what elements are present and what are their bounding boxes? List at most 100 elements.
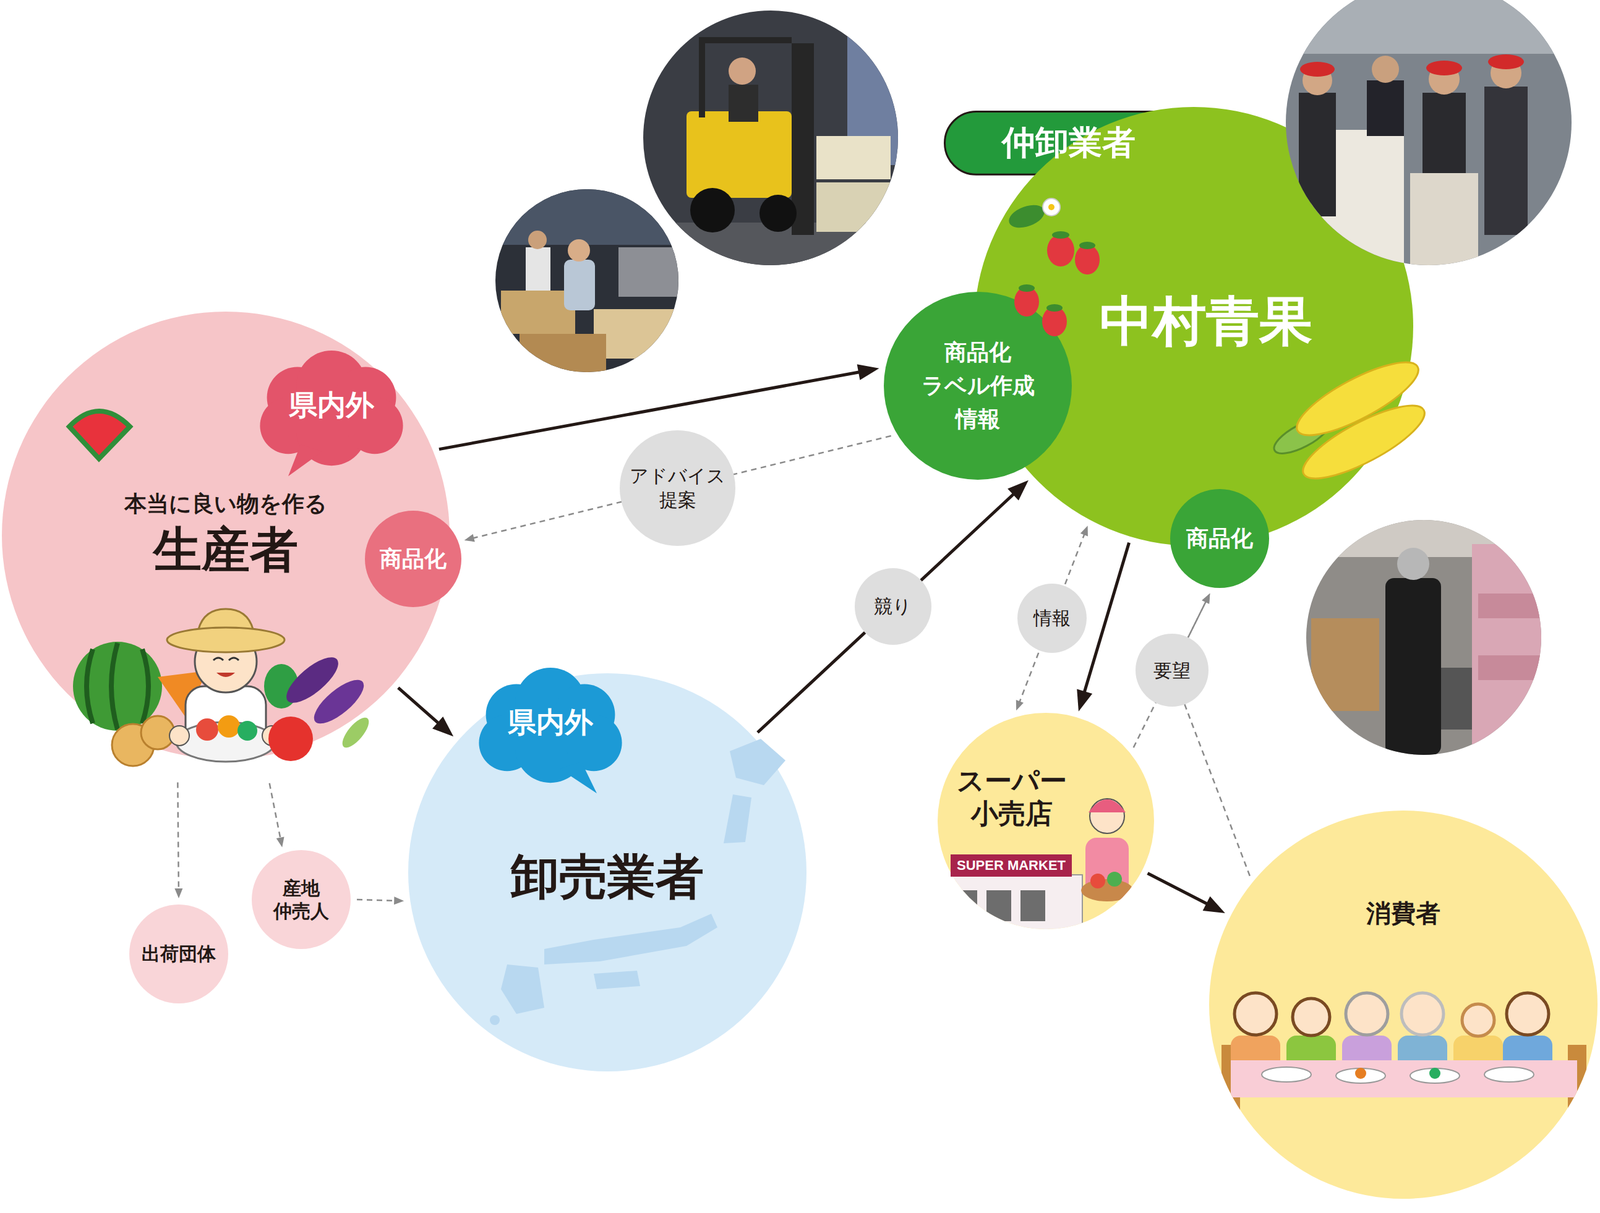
flow-arrow [398, 687, 454, 737]
text-group: 出荷団体 [135, 943, 223, 966]
connector-line [177, 782, 179, 892]
arrowhead [1016, 700, 1024, 711]
circle-outline [251, 850, 351, 950]
node-text: 中村青果 [1099, 289, 1313, 354]
family-head [1345, 993, 1388, 1036]
edge-label-badge: アドバイス 提案 [619, 430, 736, 547]
warehouse-photo [495, 189, 679, 373]
strawberry-cap [1079, 241, 1096, 250]
text-group: 商品化 [1176, 525, 1263, 552]
photo-shelf [1471, 544, 1542, 756]
photo-box [1478, 655, 1542, 681]
connector-line [269, 783, 281, 842]
strawberry-flower-center [1048, 204, 1055, 211]
photo-box [816, 182, 891, 232]
map-island [489, 1015, 500, 1026]
photo-ceiling [1285, 0, 1572, 54]
arrowhead [1080, 525, 1088, 537]
circle-outline [883, 291, 1072, 480]
node-text: 県内外 [288, 388, 375, 423]
productize-circle: 商品化 [1170, 489, 1270, 589]
dashed-arrow [269, 783, 285, 848]
cloud-tail [288, 444, 323, 477]
store-window [986, 890, 1012, 922]
text-group: 商品化 ラベル作成 情報 [915, 335, 1040, 437]
forklift-photo [643, 10, 899, 266]
strawberry-flower [1042, 198, 1061, 216]
watermelon-slice-shape [69, 411, 130, 459]
node-text: 消費者 [1366, 898, 1441, 929]
sign-label: SUPER MARKET [950, 854, 1072, 878]
strawberry [1047, 234, 1075, 267]
region-cloud: 県内外 [254, 350, 409, 469]
edge-label: 要望 [1153, 658, 1191, 683]
circle-outline [129, 904, 229, 1004]
watermelon [72, 641, 163, 732]
arrowhead [1202, 896, 1226, 914]
farmer-eyes [213, 658, 239, 661]
arrowhead [1007, 480, 1029, 501]
family-illustration [1221, 993, 1587, 1132]
dashed-arrow [356, 896, 404, 905]
red-cap [1300, 61, 1335, 77]
food [1429, 1068, 1441, 1080]
family-head [1292, 998, 1330, 1036]
node-text: 県内外 [507, 705, 594, 740]
driver-body [728, 84, 759, 122]
photo-ceiling [1306, 520, 1542, 558]
plate [1410, 1068, 1460, 1084]
cloud-outline [478, 667, 622, 794]
local-broker-circle: 産地 仲売人 [251, 850, 351, 950]
strawberry-leaf [1005, 201, 1048, 233]
node-text: 商品化 [1186, 525, 1254, 552]
photo-ground [495, 189, 679, 373]
plate [1335, 1068, 1386, 1084]
map-island [729, 739, 786, 786]
plate [1261, 1067, 1312, 1083]
driver-head [728, 57, 756, 85]
family-head [1234, 993, 1277, 1036]
shipping-group-circle: 出荷団体 [129, 904, 229, 1004]
photo-cart [1441, 667, 1472, 730]
basket-vegetable [1107, 872, 1122, 887]
bowl-vegetable [217, 715, 240, 738]
edge-label: 情報 [1033, 606, 1071, 631]
photo-box [816, 136, 891, 180]
arrowhead [857, 364, 880, 381]
strawberries [1005, 198, 1100, 337]
red-cap [1488, 54, 1524, 70]
family-head [1462, 1004, 1495, 1037]
photo-person-head [1371, 55, 1399, 83]
arrowhead [1201, 593, 1210, 605]
text-group: 卸売業者 [434, 848, 781, 907]
farmer-hand [169, 726, 190, 746]
photo-ground [1285, 0, 1572, 266]
connector-line [1082, 543, 1130, 698]
edge-label: 競り [873, 594, 912, 619]
strawberry-cap [1046, 304, 1063, 312]
node-text: 商品化 [379, 545, 447, 573]
circle-outline [1209, 810, 1598, 1200]
text-group: 仲卸業者 [951, 123, 1187, 164]
node-text: 卸売業者 [510, 848, 704, 907]
arrowhead [1076, 688, 1093, 712]
photo-worker-head [528, 230, 547, 250]
arrowhead [393, 896, 404, 905]
watermelon-slice [69, 411, 130, 459]
basket-vegetable [1090, 873, 1106, 889]
photo-worker-head [567, 239, 591, 262]
map-island [500, 964, 545, 1015]
text-group: 消費者 [1310, 898, 1497, 929]
edge-label-badge: 要望 [1135, 633, 1209, 707]
bowl-vegetable [196, 718, 219, 741]
dashed-arrow [174, 782, 183, 899]
edge-label-badge: 情報 [1017, 583, 1087, 654]
forklift-frame [698, 37, 792, 44]
arrowhead [276, 836, 285, 848]
photo-person-head [1397, 547, 1430, 581]
photo-person [1484, 86, 1528, 236]
node-shape [251, 850, 351, 950]
store-window [1020, 890, 1046, 922]
edge-label: アドバイス 提案 [628, 463, 728, 513]
